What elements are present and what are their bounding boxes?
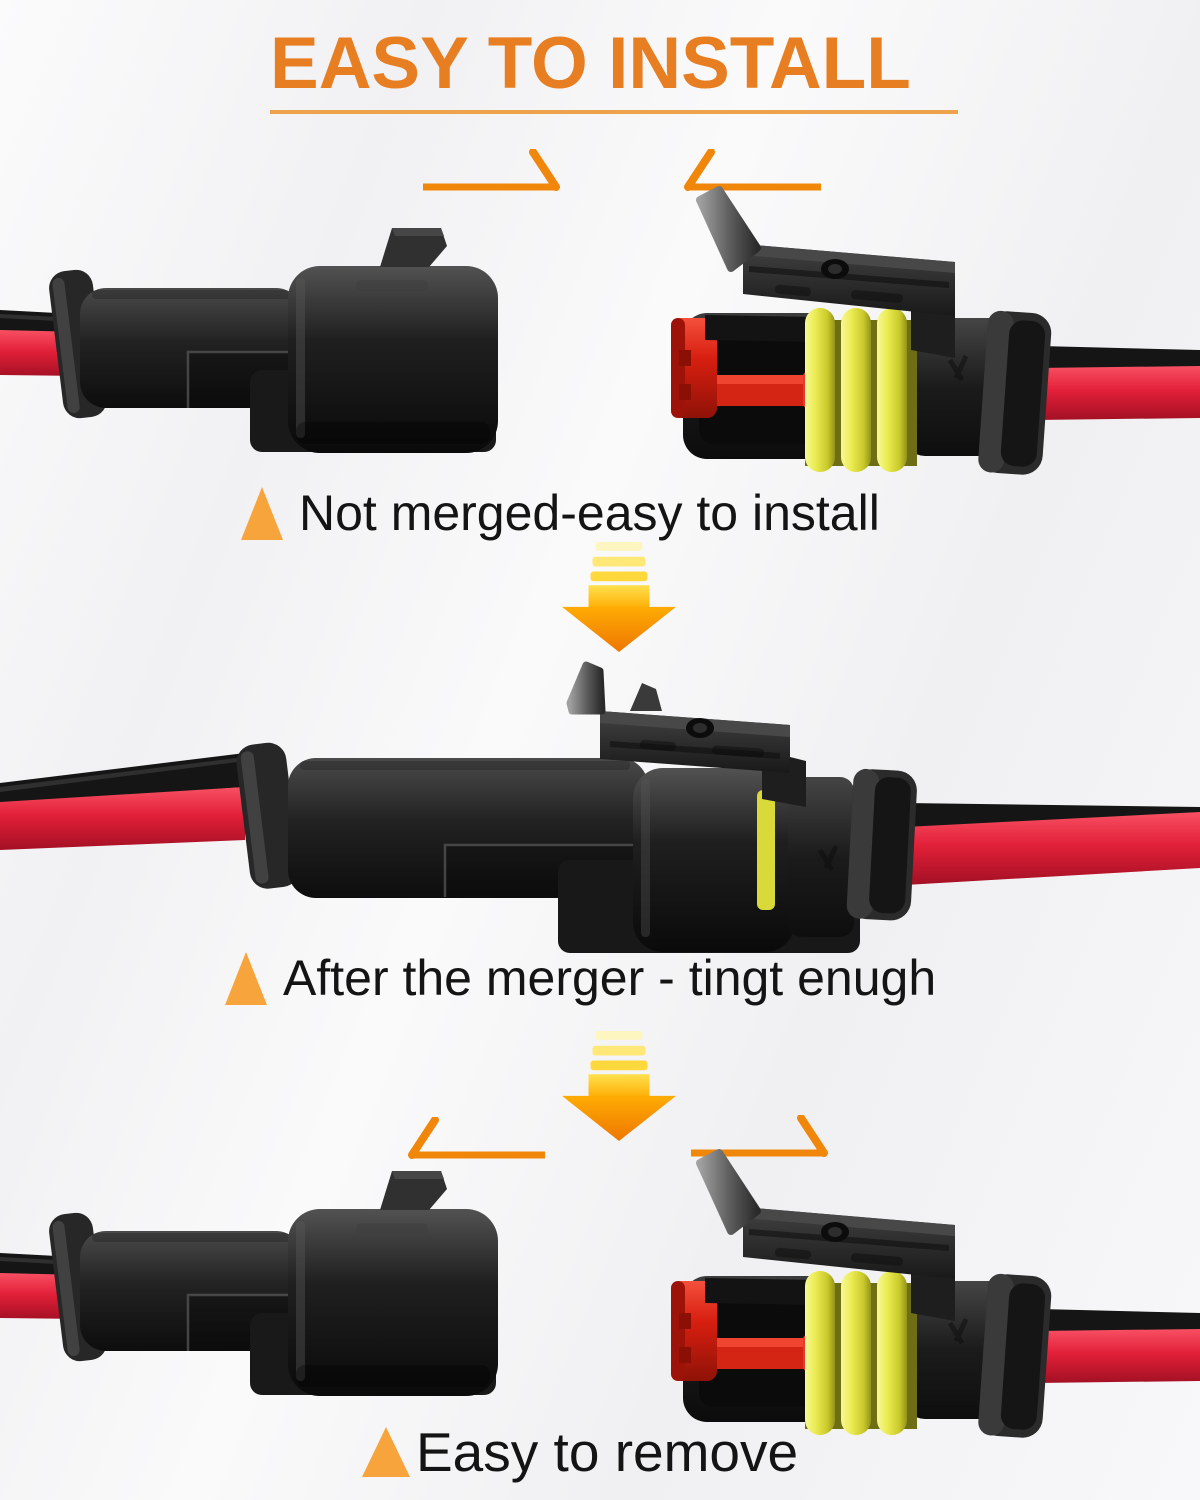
female-connector-photo [655,1133,1200,1453]
down-arrow-icon [562,541,676,653]
title-underline [270,110,958,114]
male-connector-photo [0,226,500,455]
step-caption-text: After the merger - tingt enugh [283,950,937,1006]
triangle-bullet-icon [241,487,283,540]
down-arrow-icon [562,1030,676,1142]
male-connector-photo [0,1169,500,1398]
female-connector-photo [655,170,1200,490]
corner-mark-icon [420,149,560,191]
page-title: EASY TO INSTALL [270,23,911,104]
merged-connector-photo [0,655,1200,960]
triangle-bullet-icon [362,1427,410,1478]
step-caption-3: Easy to remove [362,1422,798,1483]
step-caption-text: Easy to remove [416,1421,799,1483]
step-caption-1: Not merged-easy to install [241,486,880,541]
step-caption-text: Not merged-easy to install [299,485,880,541]
triangle-bullet-icon [225,952,267,1005]
corner-mark-icon [408,1117,548,1159]
step-caption-2: After the merger - tingt enugh [225,951,936,1006]
